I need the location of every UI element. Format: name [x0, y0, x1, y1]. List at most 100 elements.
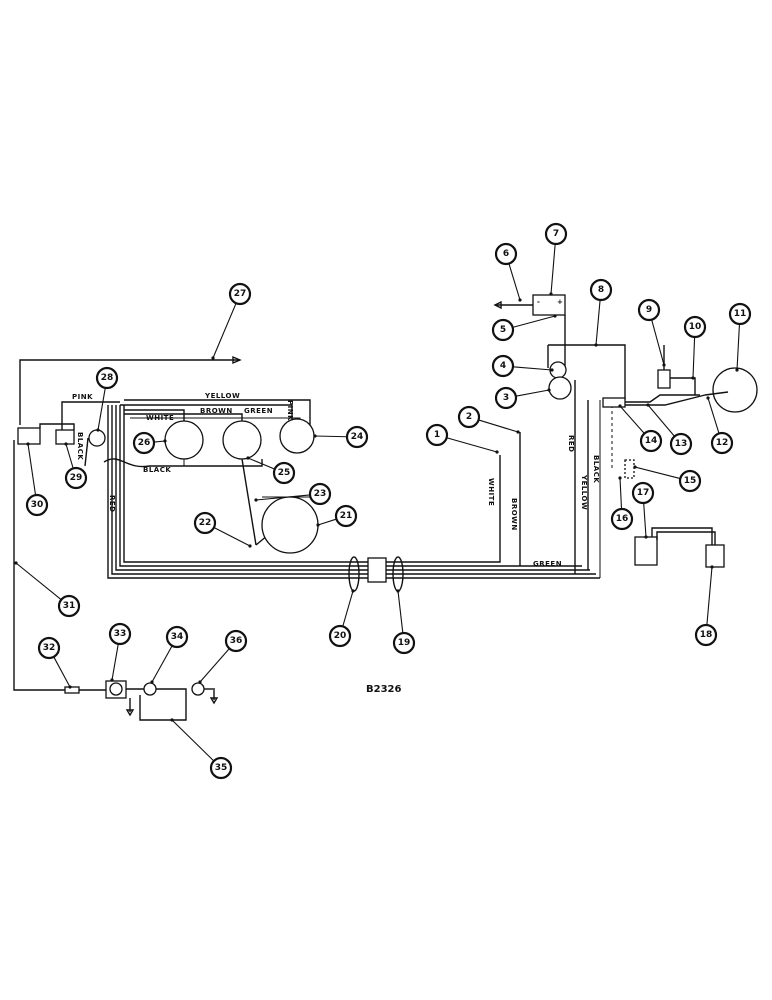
callout-circle-18 — [694, 623, 718, 647]
callout-pointer-30 — [26, 442, 30, 446]
callout-label-28: 28 — [101, 373, 114, 383]
callout-label-15: 15 — [684, 476, 697, 486]
callout-circle-24 — [345, 425, 369, 449]
callout-pointer-34 — [150, 680, 154, 684]
callout-circle-12 — [710, 431, 734, 455]
callout-label-33: 33 — [114, 629, 127, 639]
callout-circle-20 — [328, 624, 352, 648]
callout-circle-21 — [334, 504, 358, 528]
callout-circle-13 — [669, 432, 693, 456]
callout-leader-16 — [619, 477, 623, 510]
callout-leader-6 — [508, 263, 521, 301]
connector-14 — [602, 397, 626, 408]
diagram-reference: B2326 — [366, 684, 401, 695]
callout-label-16: 16 — [616, 514, 629, 524]
callout-circle-16 — [610, 507, 634, 531]
callout-pointer-33 — [110, 678, 114, 682]
callout-label-22: 22 — [199, 518, 212, 528]
callout-leader-9 — [651, 319, 665, 366]
callout-pointer-11 — [735, 368, 739, 372]
label-red-right: RED — [567, 435, 575, 452]
callout-leader-33 — [111, 643, 119, 681]
callout-leader-8 — [595, 299, 601, 346]
callout-leader-19 — [397, 590, 404, 634]
label-white-right: WHITE — [487, 478, 495, 506]
callout-circle-3 — [494, 386, 518, 410]
callout-circle-10 — [683, 315, 707, 339]
callout-circle-5 — [491, 318, 515, 342]
label-brown-gauge: BROWN — [200, 407, 233, 415]
callout-circle-11 — [728, 302, 752, 326]
callout-pointer-32 — [68, 685, 72, 689]
label-yellow-top: YELLOW — [204, 392, 240, 400]
callout-leader-15 — [634, 466, 681, 480]
callout-label-6: 6 — [503, 249, 509, 259]
lamp-34 — [143, 682, 157, 696]
bottom-left-components — [64, 680, 219, 721]
starter-relay — [548, 376, 572, 400]
callout-label-10: 10 — [689, 322, 702, 332]
callout-circle-4 — [491, 354, 515, 378]
callout-pointer-21 — [316, 523, 320, 527]
callout-leader-2 — [478, 419, 519, 433]
fuse-32 — [64, 686, 80, 694]
callout-leader-1 — [446, 437, 498, 453]
callout-label-30: 30 — [31, 500, 44, 510]
callout-pointer-24 — [313, 434, 317, 438]
callout-circle-8 — [589, 278, 613, 302]
label-green-gauge: GREEN — [244, 407, 273, 415]
callout-circle-6 — [494, 242, 518, 266]
gauge-11 — [712, 367, 758, 413]
sender-9 — [657, 369, 671, 389]
callout-leader-5 — [512, 315, 556, 328]
callout-circle-14 — [639, 429, 663, 453]
label-pink-vertical: PINK — [286, 400, 294, 421]
callout-pointer-25 — [246, 456, 250, 460]
svg-text:+: + — [557, 298, 563, 306]
callout-label-1: 1 — [434, 430, 440, 440]
callout-circle-29 — [64, 466, 88, 490]
callout-leader-3 — [515, 389, 550, 397]
callout-pointer-27 — [211, 356, 215, 360]
callout-leader-12 — [707, 397, 720, 434]
callout-leader-27 — [212, 302, 237, 359]
callout-pointer-35 — [170, 718, 174, 722]
callout-circle-15 — [678, 469, 702, 493]
callout-pointer-13 — [646, 403, 650, 407]
relay-29 — [55, 429, 75, 445]
gauge-temperature — [164, 420, 204, 460]
callout-leader-7 — [550, 243, 556, 295]
label-white-gauge: WHITE — [146, 414, 174, 422]
callout-circle-33 — [108, 622, 132, 646]
svg-text:-: - — [537, 298, 540, 306]
callout-pointer-6 — [518, 298, 522, 302]
top-right-components: - + — [493, 294, 758, 568]
right-wires — [519, 315, 626, 578]
switch-17 — [634, 536, 658, 566]
callout-label-32: 32 — [43, 643, 56, 653]
callout-circle-2 — [457, 405, 481, 429]
callout-circle-35 — [209, 756, 233, 780]
callout-label-18: 18 — [700, 630, 713, 640]
callout-circle-36 — [224, 629, 248, 653]
callout-leader-28 — [97, 387, 106, 431]
callout-circle-25 — [272, 461, 296, 485]
callout-label-2: 2 — [466, 412, 472, 422]
callout-pointer-18 — [710, 565, 714, 569]
callout-label-17: 17 — [637, 488, 650, 498]
harness-connector — [367, 557, 387, 583]
gauge-oil — [222, 420, 262, 460]
callout-circle-22 — [193, 511, 217, 535]
label-black-vertical: BLACK — [76, 432, 84, 460]
callout-pointer-9 — [662, 363, 666, 367]
callout-label-13: 13 — [675, 439, 688, 449]
callout-label-21: 21 — [340, 511, 353, 521]
callout-leader-35 — [171, 719, 215, 762]
callout-circle-28 — [95, 366, 119, 390]
callout-leader-10 — [692, 336, 696, 379]
callout-label-11: 11 — [734, 309, 747, 319]
callout-pointer-7 — [549, 292, 553, 296]
callout-circle-9 — [637, 298, 661, 322]
callout-circle-23 — [308, 482, 332, 506]
callout-leader-25 — [247, 457, 275, 470]
